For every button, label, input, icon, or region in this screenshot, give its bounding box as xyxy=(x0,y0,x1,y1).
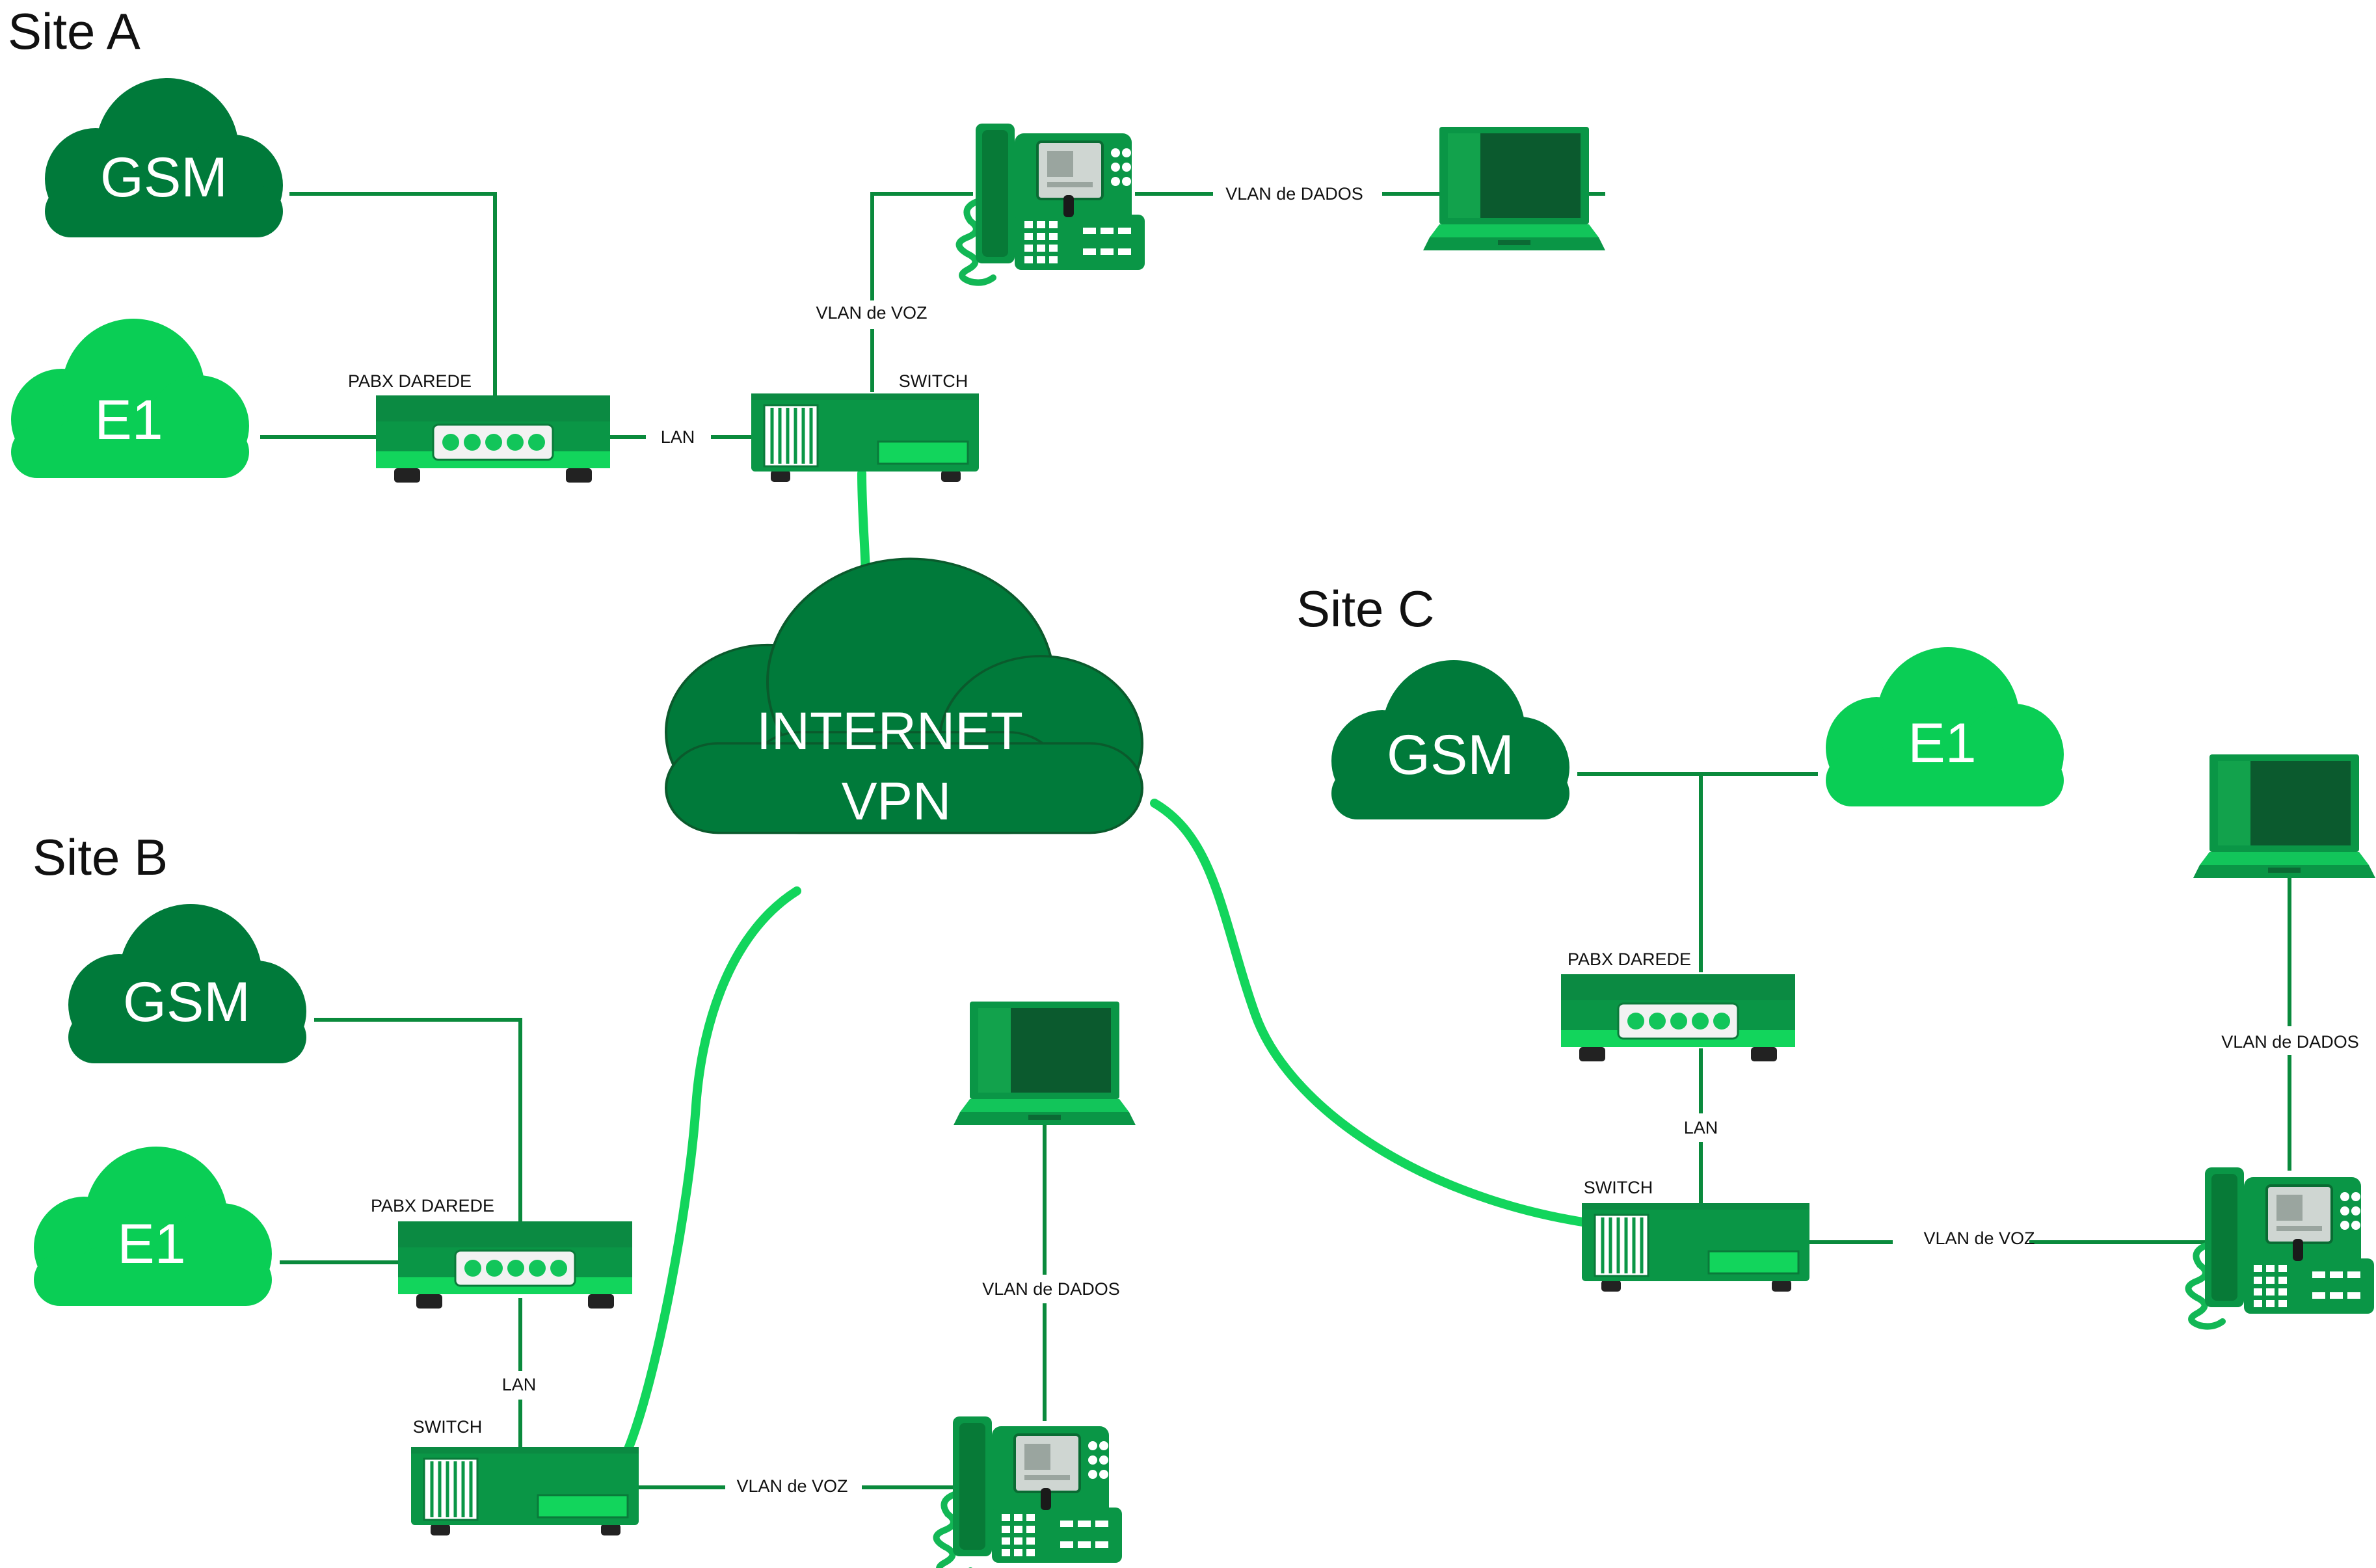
svg-text:E1: E1 xyxy=(117,1213,185,1275)
site-c-pabx-icon xyxy=(1560,973,1796,1063)
internet-label: INTERNET xyxy=(756,702,1023,761)
site-c-vlan-voz-label: VLAN de VOZ xyxy=(1923,1229,2035,1248)
site-a-pabx-icon xyxy=(375,394,611,484)
internet-vpn-cloud-icon: INTERNET VPN xyxy=(665,557,1143,834)
site-b-vlan-dados-label: VLAN de DADOS xyxy=(982,1279,1120,1299)
site-c-ip-phone-icon xyxy=(2189,1167,2375,1327)
site-c-switch-label: SWITCH xyxy=(1584,1178,1653,1197)
site-b-wires xyxy=(280,1018,1047,1489)
site-a-e1-cloud-icon: E1 xyxy=(11,319,249,478)
svg-text:E1: E1 xyxy=(94,389,163,451)
site-a-vlan-voz-label: VLAN de VOZ xyxy=(816,303,927,323)
site-b-pabx-label: PABX DAREDE xyxy=(371,1196,494,1216)
svg-text:GSM: GSM xyxy=(123,971,250,1033)
site-a-laptop-icon xyxy=(1423,127,1605,250)
svg-text:GSM: GSM xyxy=(100,146,228,209)
site-c-laptop-icon xyxy=(2193,754,2375,878)
vpn-label: VPN xyxy=(842,772,952,831)
site-b-e1-cloud-icon: E1 xyxy=(34,1147,272,1306)
site-b-lan-label: LAN xyxy=(502,1375,537,1394)
site-b-laptop-icon xyxy=(954,1002,1136,1125)
site-a-gsm-cloud-icon: GSM xyxy=(45,78,283,237)
site-b-gsm-cloud-icon: GSM xyxy=(68,904,306,1063)
site-c-pabx-label: PABX DAREDE xyxy=(1568,950,1691,969)
svg-text:GSM: GSM xyxy=(1387,724,1514,786)
site-a-switch-icon xyxy=(751,393,979,482)
site-a-lan-label: LAN xyxy=(661,427,695,447)
site-a-switch-label: SWITCH xyxy=(899,371,968,391)
site-c-title: Site C xyxy=(1296,580,1434,637)
site-b-switch-icon xyxy=(411,1447,639,1535)
site-a-title: Site A xyxy=(8,3,140,60)
svg-text:E1: E1 xyxy=(1908,712,1976,775)
site-c-vlan-dados-label: VLAN de DADOS xyxy=(2221,1032,2359,1052)
site-b-vlan-voz-label: VLAN de VOZ xyxy=(736,1476,848,1496)
site-a-pabx-label: PABX DAREDE xyxy=(348,371,472,391)
vpn-links xyxy=(623,469,1592,1455)
site-c-switch-icon xyxy=(1582,1203,1809,1292)
site-a-vlan-dados-label: VLAN de DADOS xyxy=(1225,184,1363,204)
site-c-lan-label: LAN xyxy=(1684,1118,1718,1137)
site-c-gsm-cloud-icon: GSM xyxy=(1331,660,1569,819)
site-b-switch-label: SWITCH xyxy=(413,1417,482,1437)
site-c-e1-cloud-icon: E1 xyxy=(1826,647,2064,806)
site-b-ip-phone-icon xyxy=(937,1416,1123,1568)
site-b-pabx-icon xyxy=(397,1220,634,1310)
site-b-title: Site B xyxy=(33,829,168,886)
site-a-ip-phone-icon xyxy=(959,124,1145,283)
